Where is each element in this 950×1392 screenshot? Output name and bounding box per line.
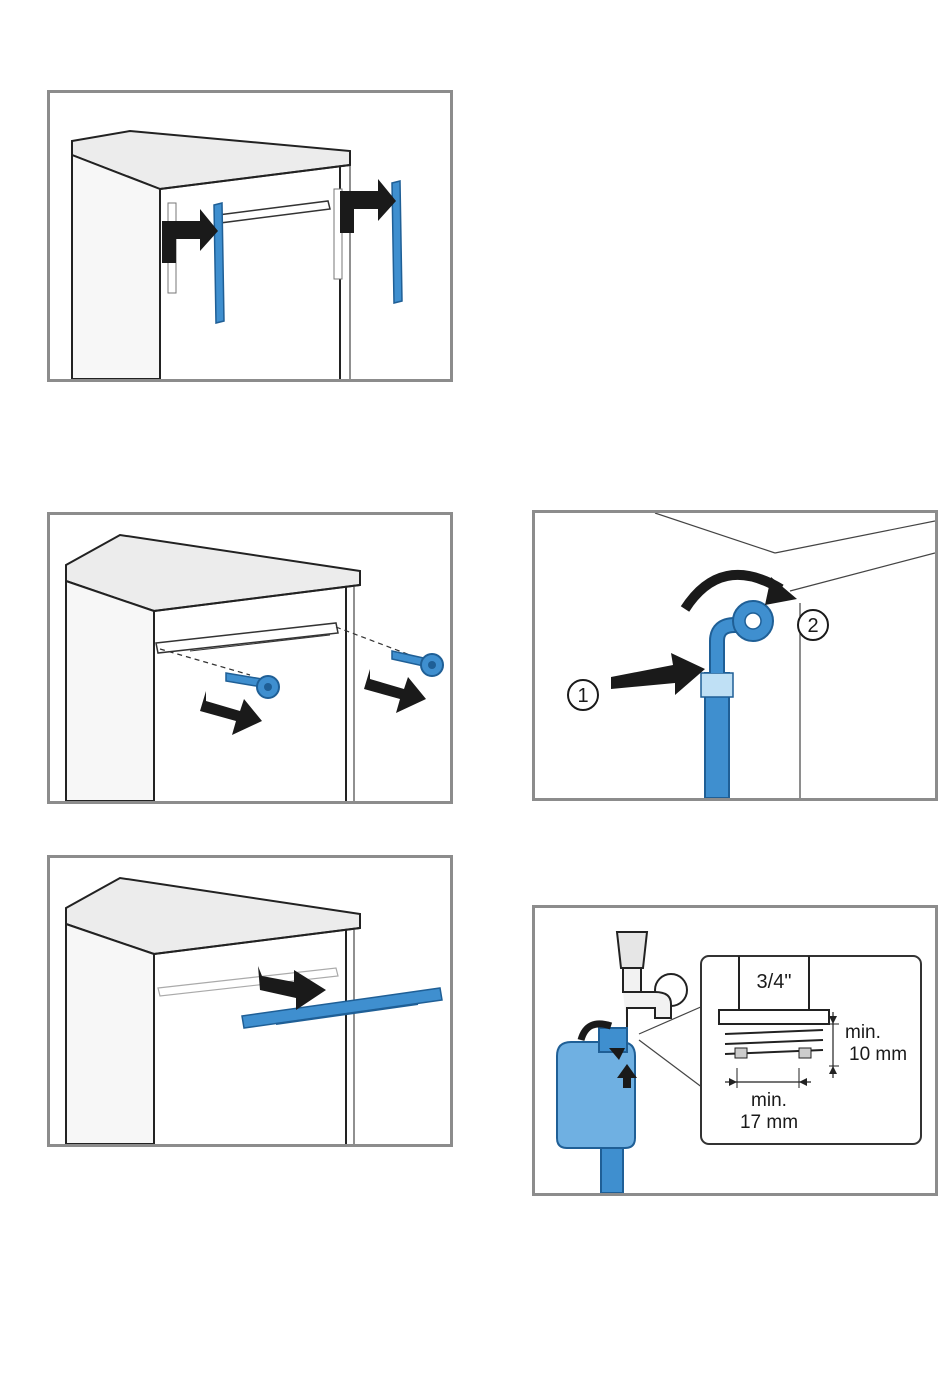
- hose-connector: [557, 1042, 635, 1148]
- appliance-side: [72, 155, 160, 379]
- tap-handle: [617, 932, 647, 968]
- illustration-tap-thread: 3/4" min. 10 mm min. 17 mm: [535, 908, 935, 1193]
- left-side-rail: [214, 203, 224, 323]
- water-hose: [601, 1148, 623, 1193]
- min-height-label-1: min.: [845, 1022, 881, 1043]
- callout-2: 2: [798, 610, 828, 640]
- svg-text:1: 1: [577, 685, 588, 707]
- thread-size-label: 3/4": [757, 971, 792, 993]
- arrow-bolt-right-icon: [364, 669, 426, 713]
- cross-rail-blue: [242, 988, 442, 1028]
- arrow-bolt-left-icon: [200, 691, 262, 735]
- figure-remove-bolts: [47, 512, 453, 804]
- figure-attach-side-rails: [47, 90, 453, 382]
- bolt-right-icon: [392, 651, 443, 676]
- min-height-label-2: 10 mm: [849, 1044, 907, 1065]
- cross-rail: [218, 201, 330, 223]
- figure-tap-thread-detail: 3/4" min. 10 mm min. 17 mm: [532, 905, 938, 1196]
- illustration-remove-rail: [50, 858, 450, 1144]
- min-width-label-1: min.: [751, 1090, 787, 1111]
- bolt-left-icon: [226, 673, 279, 698]
- min-width-label-2: 17 mm: [740, 1112, 798, 1133]
- arrow-right-rail-icon: [340, 179, 396, 233]
- cross-rail: [156, 623, 338, 653]
- appliance-side: [66, 581, 154, 801]
- svg-text:2: 2: [807, 615, 818, 637]
- appliance-side: [66, 924, 154, 1144]
- callout-1: 1: [568, 680, 598, 710]
- figure-remove-cross-rail: [47, 855, 453, 1147]
- illustration-remove-bolts: [50, 515, 450, 801]
- figure-hose-connection: 1 2: [532, 510, 938, 801]
- push-arrow-icon: [611, 653, 705, 695]
- illustration-hose-connection: 1 2: [535, 513, 935, 798]
- illustration-attach-rails: [50, 93, 450, 379]
